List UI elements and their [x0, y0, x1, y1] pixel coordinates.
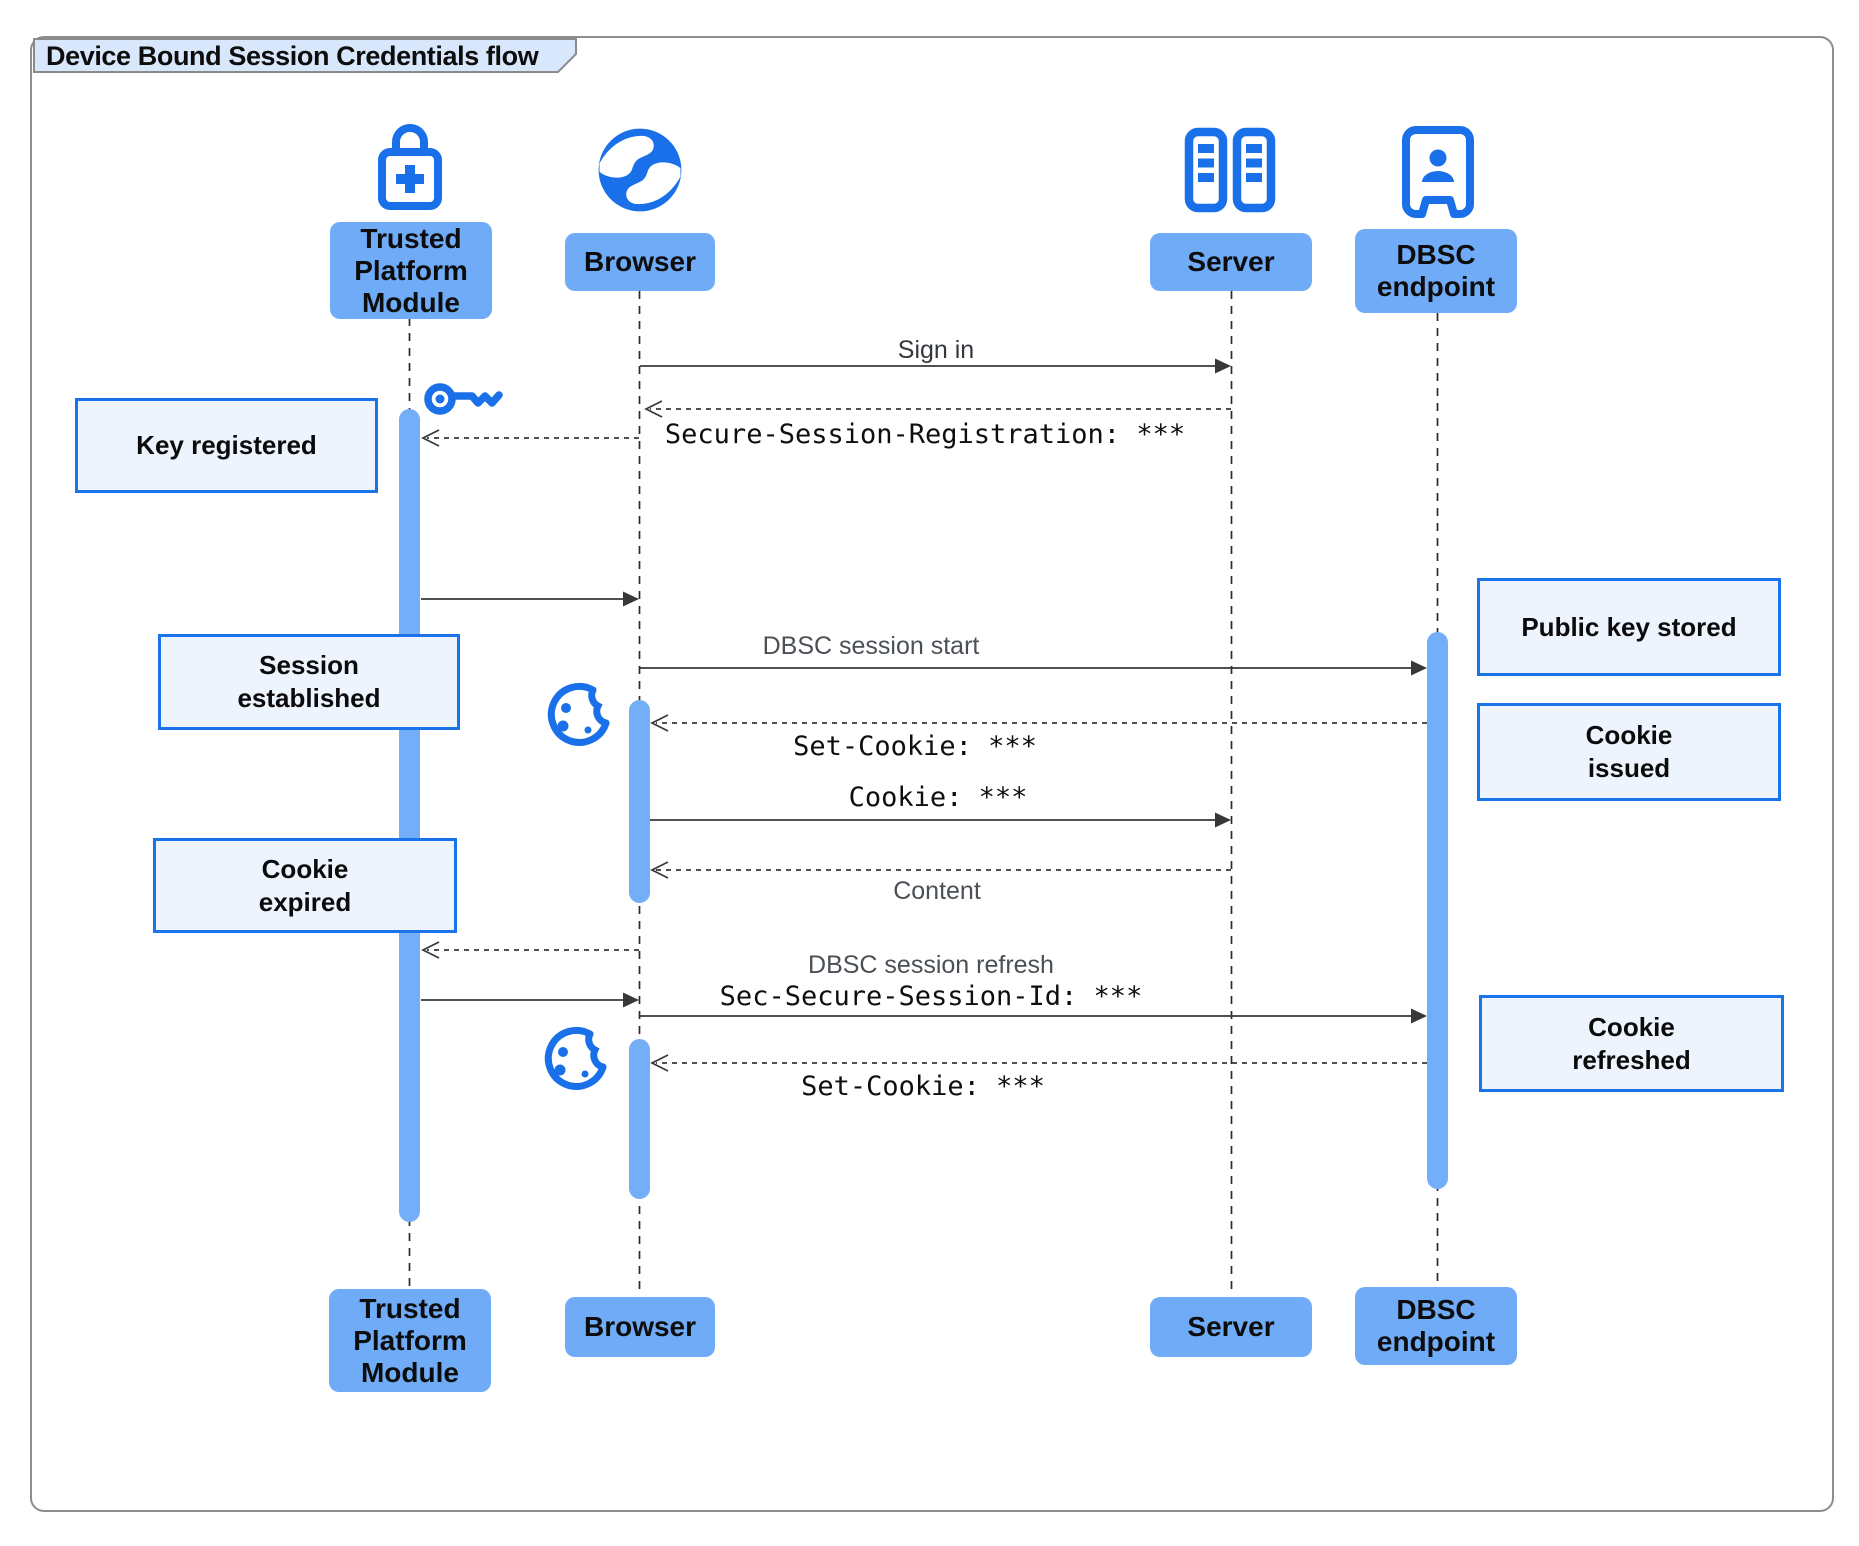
- message-label-session-refresh: DBSC session refresh: [808, 951, 1054, 979]
- note-cookie-issued: Cookie issued: [1477, 703, 1781, 801]
- arrowhead-filled: [1411, 660, 1427, 676]
- actor-top-server: Server: [1150, 233, 1312, 291]
- message-label-cookie: Cookie: ***: [848, 782, 1028, 813]
- note-cookie-refreshed: Cookie refreshed: [1479, 995, 1784, 1092]
- actor-bottom-dbsc: DBSC endpoint: [1355, 1287, 1517, 1365]
- arrowhead-open: [650, 714, 669, 732]
- note-key-registered: Key registered: [75, 398, 378, 493]
- message-label-set-cookie-1: Set-Cookie: ***: [793, 731, 1037, 762]
- message-label-sign-in: Sign in: [897, 336, 975, 364]
- activation-bar-dbsc: [1427, 632, 1448, 1189]
- actor-top-dbsc: DBSC endpoint: [1355, 229, 1517, 313]
- actor-bottom-browser: Browser: [565, 1297, 715, 1357]
- actor-bottom-server: Server: [1150, 1297, 1312, 1357]
- note-session-established: Session established: [158, 634, 460, 730]
- key-icon: [424, 383, 503, 415]
- actor-bottom-tpm: Trusted Platform Module: [329, 1289, 491, 1392]
- cookie-icon: [547, 682, 610, 746]
- title-tab: [33, 38, 577, 73]
- note-public-key-stored: Public key stored: [1477, 578, 1781, 676]
- server-rack-icon: [1184, 127, 1276, 213]
- arrowhead-open: [421, 941, 440, 959]
- globe-icon: [598, 128, 682, 212]
- arrowhead-open: [644, 400, 663, 418]
- lock-plus-icon: [378, 124, 442, 210]
- door-person-icon: [1402, 126, 1474, 218]
- arrowhead-open: [650, 1054, 669, 1072]
- arrowhead-filled: [1411, 1008, 1427, 1024]
- diagram-title: Device Bound Session Credentials flow: [46, 41, 539, 71]
- message-label-session-id: Sec-Secure-Session-Id: ***: [719, 981, 1143, 1012]
- activation-bar-browser-1: [629, 700, 650, 903]
- activation-bar-tpm: [399, 409, 420, 1222]
- note-cookie-expired: Cookie expired: [153, 838, 457, 933]
- arrowhead-open: [650, 861, 669, 879]
- message-label-registration: Secure-Session-Registration: ***: [664, 419, 1186, 450]
- message-label-session-start: DBSC session start: [762, 632, 980, 660]
- actor-top-browser: Browser: [565, 233, 715, 291]
- arrowhead-filled: [1215, 812, 1231, 828]
- message-label-set-cookie-2: Set-Cookie: ***: [801, 1071, 1045, 1102]
- arrowhead-open: [421, 429, 440, 447]
- message-label-content: Content: [893, 877, 981, 905]
- arrowhead-filled: [1215, 358, 1231, 374]
- arrowhead-filled: [623, 591, 639, 607]
- actor-top-tpm: Trusted Platform Module: [330, 222, 492, 319]
- activation-bar-browser-2: [629, 1039, 650, 1199]
- arrowhead-filled: [623, 992, 639, 1008]
- cookie-icon: [544, 1026, 607, 1090]
